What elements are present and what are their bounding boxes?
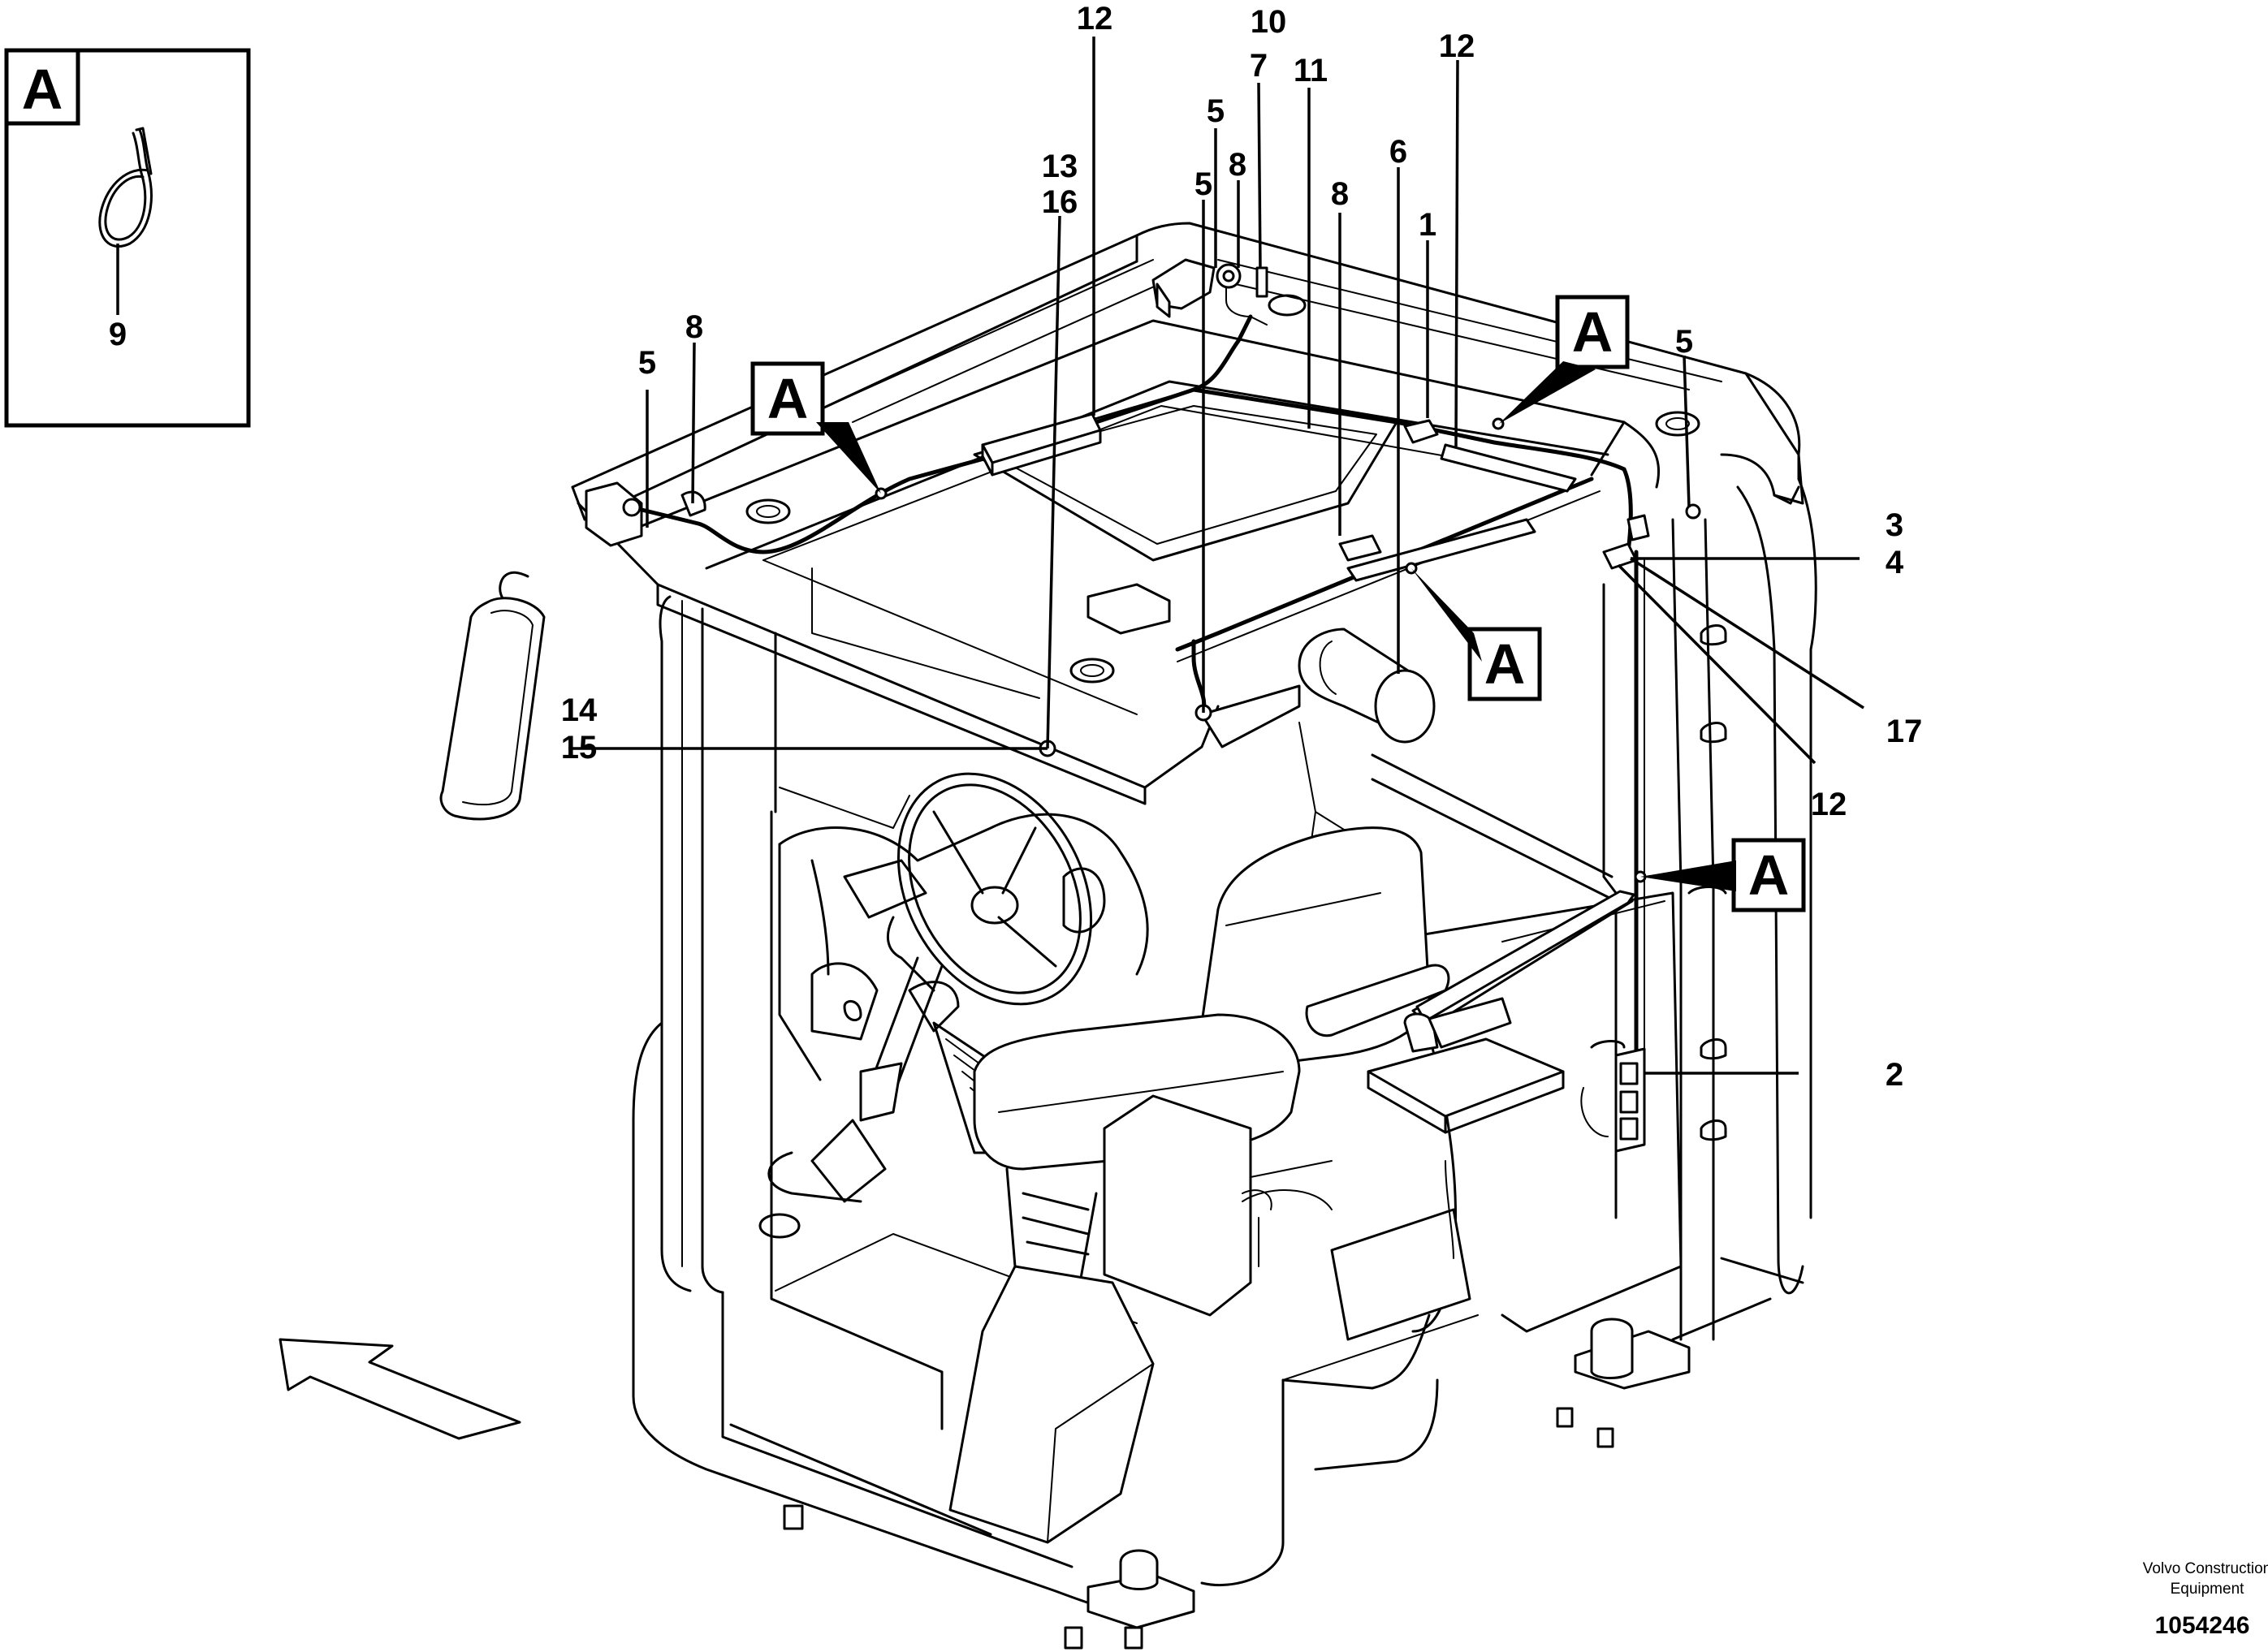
svg-text:A: A <box>1748 843 1790 907</box>
callout-6: 6 <box>1389 134 1407 170</box>
leader-lines <box>568 37 1864 1075</box>
reference-number: 1054246 <box>2155 1612 2250 1639</box>
callout-5-b: 5 <box>1194 166 1212 202</box>
view-marker-1: A <box>750 361 881 494</box>
callout-15: 15 <box>561 730 598 766</box>
view-marker-3: A <box>1411 568 1542 701</box>
detail-view-a: A 9 <box>4 48 251 428</box>
footer-reference: Volvo Construction Equipment 1054246 <box>2143 1560 2268 1639</box>
callout-8-b: 8 <box>1331 176 1349 212</box>
view-marker-4: A <box>1640 838 1806 912</box>
callout-12-lower: 12 <box>1811 787 1847 822</box>
callout-17: 17 <box>1886 714 1923 749</box>
cab-body <box>439 477 1817 1650</box>
company-name-line2: Equipment <box>2171 1581 2245 1598</box>
rear-wiper <box>1242 890 1646 1341</box>
callout-16: 16 <box>1042 184 1078 220</box>
svg-text:A: A <box>767 367 809 430</box>
callout-3: 3 <box>1886 507 1903 543</box>
callout-12-right: 12 <box>1439 28 1475 64</box>
callout-5-a: 5 <box>1207 93 1225 129</box>
roof-components <box>585 263 1701 883</box>
operator-seat <box>948 826 1450 1544</box>
svg-text:A: A <box>1572 300 1614 364</box>
svg-text:A: A <box>1484 632 1526 696</box>
callout-12-top: 12 <box>1077 1 1113 37</box>
front-direction-arrow-icon <box>279 1338 521 1440</box>
callout-5-c: 5 <box>1675 324 1693 360</box>
callout-1: 1 <box>1419 207 1436 243</box>
callout-8-a: 8 <box>1229 147 1246 183</box>
callout-5-left: 5 <box>638 345 656 381</box>
dashboard <box>758 772 1149 1239</box>
callout-8-left: 8 <box>685 309 703 345</box>
callout-11: 11 <box>1294 53 1328 88</box>
callout-9: 9 <box>109 317 127 352</box>
company-name-line1: Volvo Construction <box>2143 1560 2268 1577</box>
callout-13: 13 <box>1042 149 1078 184</box>
roof-harness <box>629 283 1645 1058</box>
detail-letter: A <box>22 58 63 121</box>
cab-roof <box>571 222 1804 805</box>
callout-10: 10 <box>1251 4 1287 40</box>
detail-letter-box <box>4 48 80 126</box>
callout-2: 2 <box>1886 1057 1903 1093</box>
callout-4: 4 <box>1886 545 1904 580</box>
cable-tie-icon <box>98 127 153 315</box>
view-marker-2: A <box>1499 295 1630 424</box>
callout-7: 7 <box>1250 48 1268 84</box>
callout-14: 14 <box>561 692 598 728</box>
callout-labels: 12 10 7 11 12 5 8 5 13 16 8 6 1 5 5 8 3 … <box>561 1 1923 1093</box>
